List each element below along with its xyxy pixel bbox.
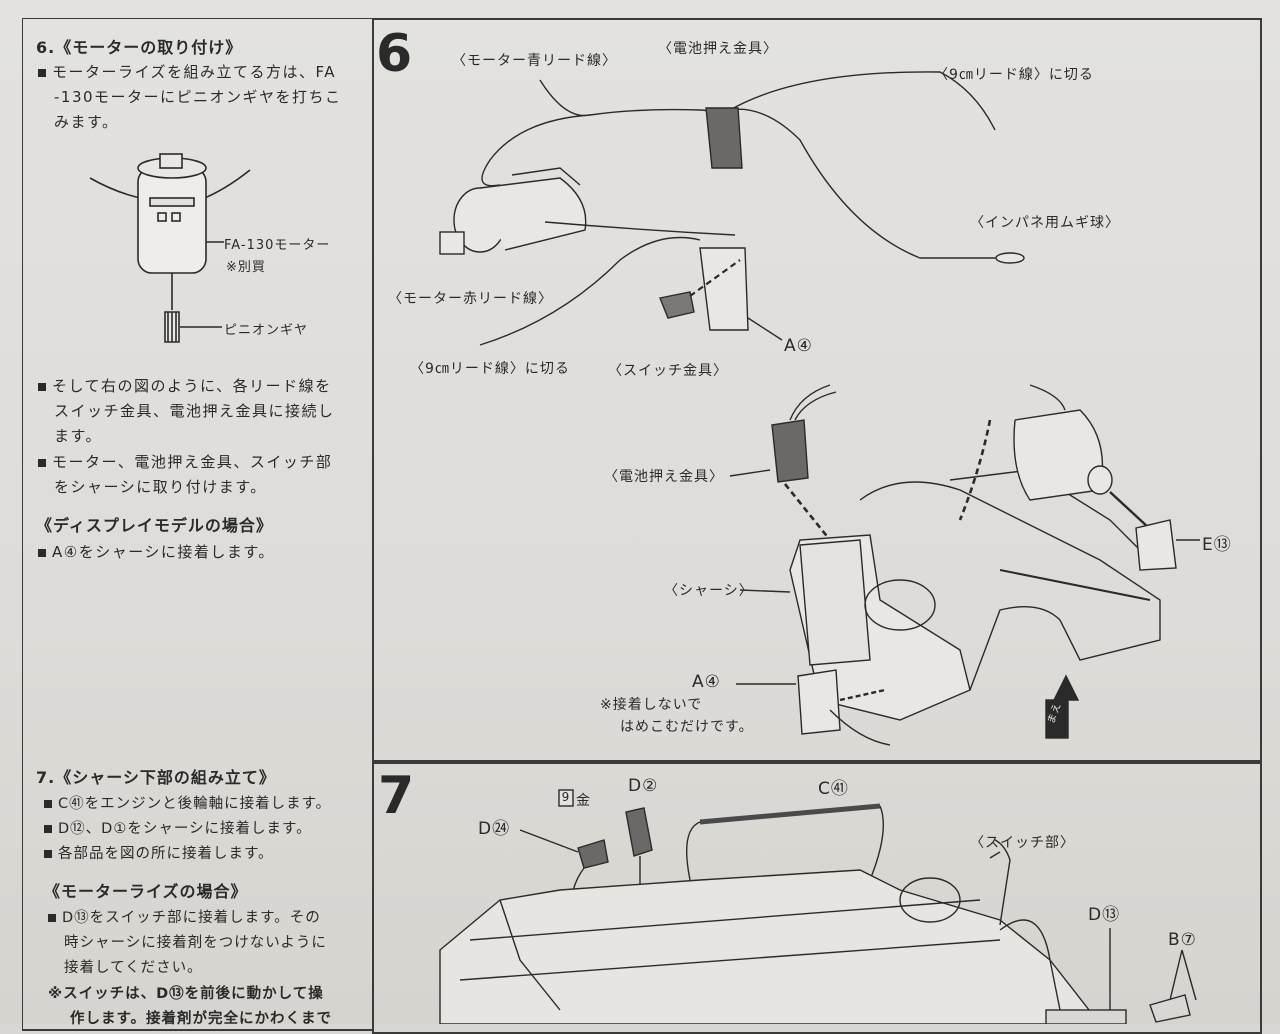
part-9-box: 9 (561, 790, 571, 804)
switch-part-label: 〈スイッチ部〉 (970, 835, 1075, 851)
part-d13-label: D⑬ (1088, 905, 1121, 925)
red-lead-label: 〈モーター赤リード線〉 (388, 291, 553, 307)
section-6-title: 6.《モーターの取り付け》 (36, 38, 243, 57)
motorize-title: 《モーターライズの場合》 (44, 882, 248, 901)
part-d2-label: D② (628, 776, 659, 796)
display-model-bullet: A④をシャーシに接着します。 (38, 540, 275, 565)
lead-9cm-bottom-label: 〈9㎝リード線〉に切る (410, 361, 570, 377)
switch-note: ※スイッチは、D⑬を前後に動かして操 作します。接着剤が完全にかわくまで (48, 986, 333, 1027)
motorize-bullet: D⑬をスイッチ部に接着します。その 時シャーシに接着剤をつけないように 接着して… (48, 906, 327, 981)
fa130-motor-label: FA-130モーター (224, 238, 331, 253)
step-6-number: 6 (376, 24, 413, 84)
no-glue-note-line2: はめこむだけです。 (620, 719, 754, 735)
section-7-bullets: C㊶をエンジンと後輪軸に接着します。 D⑫、D①をシャーシに接着します。 各部品… (44, 792, 331, 867)
part-e13-label: E⑬ (1202, 535, 1232, 555)
section-6-bullet-1: モーターライズを組み立てる方は、FA -130モーターにピニオンギヤを打ちこ み… (38, 60, 342, 135)
battery-clip-mid-label: 〈電池押え金具〉 (604, 469, 724, 485)
step-7-number: 7 (378, 766, 415, 826)
section-6-bullet-3: モーター、電池押え金具、スイッチ部 をシャーシに取り付けます。 (38, 450, 332, 500)
pinion-gear-label: ピニオンギヤ (224, 323, 309, 338)
switch-clip-label: 〈スイッチ金具〉 (608, 363, 728, 379)
part-d24-label: D㉔ (478, 819, 511, 839)
step-6-panel (372, 18, 1262, 764)
part-c41-label: C㊶ (818, 779, 849, 799)
part-a4-top-label: A④ (784, 336, 813, 356)
chassis-label: 〈シャーシ〉 (664, 583, 754, 599)
panel-bulb-label: 〈インパネ用ムギ球〉 (970, 215, 1120, 231)
lead-9cm-top-label: 〈9㎝リード線〉に切る (934, 67, 1094, 83)
battery-clip-top-label: 〈電池押え金具〉 (658, 41, 778, 57)
section-6-bullet-2: そして右の図のように、各リード線を スイッチ金具、電池押え金具に接続し ます。 (38, 374, 335, 449)
gold-label: 金 (576, 793, 591, 809)
part-b7-label: B⑦ (1168, 930, 1197, 950)
separately-sold-note: ※別買 (226, 260, 266, 275)
blue-lead-label: 〈モーター青リード線〉 (452, 53, 617, 69)
display-model-title: 《ディスプレイモデルの場合》 (36, 516, 273, 535)
section-7-title: 7.《シャーシ下部の組み立て》 (36, 768, 276, 787)
no-glue-note-line1: ※接着しないで (600, 697, 703, 713)
part-a4-bottom-label: A④ (692, 672, 721, 692)
